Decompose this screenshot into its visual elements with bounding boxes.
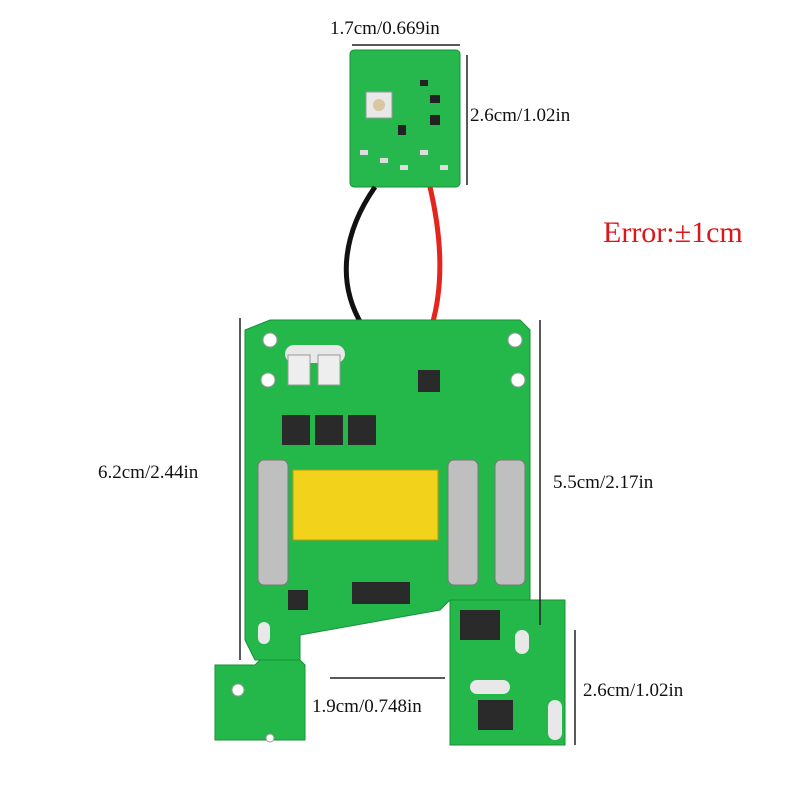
tab-gap-width-label: 1.9cm/0.748in xyxy=(312,696,422,717)
dimension-lines xyxy=(239,44,576,745)
black-wire xyxy=(343,185,378,327)
yellow-connector xyxy=(292,469,439,541)
error-note: Error:±1cm xyxy=(603,216,743,249)
right-tab-height-label: 2.6cm/1.02in xyxy=(583,680,684,701)
small-board-height-label: 2.6cm/1.02in xyxy=(470,105,571,126)
small-board-width-label: 1.7cm/0.669in xyxy=(330,18,440,39)
small-pcb-board xyxy=(349,49,461,188)
red-wire xyxy=(427,186,443,326)
main-board-left-height-label: 6.2cm/2.44in xyxy=(98,462,199,483)
main-board-right-height-label: 5.5cm/2.17in xyxy=(553,472,654,493)
main-pcb-board xyxy=(214,319,566,746)
